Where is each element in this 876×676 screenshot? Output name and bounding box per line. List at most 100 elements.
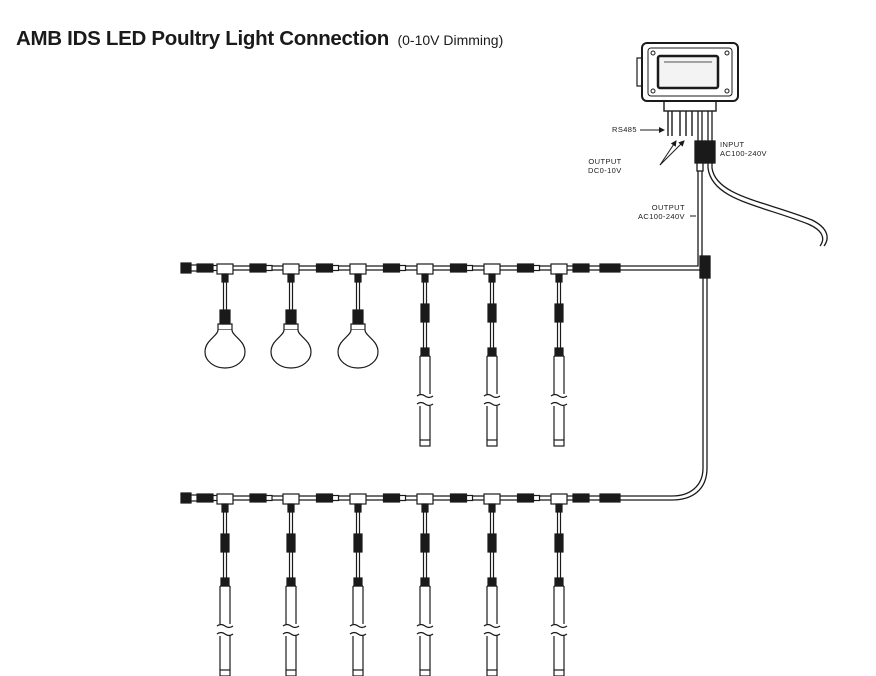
bulb-glass [270,329,312,369]
label-input: INPUT AC100-240V [720,140,767,158]
inline-connector [572,263,590,273]
dc-arrow-a [659,140,677,166]
controller-port-block [663,100,717,112]
tube-cap-bottom [352,669,364,676]
label-output-ac-line1: OUTPUT [651,203,685,212]
inline-connector-plug [331,494,340,502]
tube-break-mark [216,631,234,637]
lamp-row-2 [180,492,621,676]
tube-cap-top [420,347,430,357]
lamp-row-1 [180,262,621,447]
bulb-base [217,323,233,331]
tube-cap-bottom [553,439,565,447]
inline-connector-plug [265,494,273,502]
output-ac-wire [694,111,706,258]
lamp-tube [416,493,434,676]
controller-screw-br [724,88,730,94]
lamp-tube [216,493,234,676]
inline-connector [249,493,267,503]
inline-connector-plug [331,264,340,272]
tee-connector [550,493,568,505]
inline-connector [449,263,468,273]
drop-connector [420,303,430,323]
tee-stem [221,273,229,283]
tee-stem [555,503,563,513]
tee-connector [349,263,367,275]
tube-cap-top [554,577,564,587]
lamp-bulb [337,263,379,369]
tube-break-mark [349,623,367,629]
tube-break-mark [483,401,501,407]
tube-break-mark [550,623,568,629]
inline-connector [382,493,401,503]
tube-cap-bottom [419,439,431,447]
tube-break-mark [483,623,501,629]
tube-cap-bottom [486,439,498,447]
feed-connector [599,493,621,503]
inline-connector-plug [398,494,407,502]
drop-connector [220,533,230,553]
trunk-wiring [612,255,711,501]
bulb-base [283,323,299,331]
tube-break-mark [550,631,568,637]
drop-connector [487,533,497,553]
label-output-ac-line2: AC100-240V [638,211,685,221]
bulb-glass [337,329,379,369]
tube-break-mark [349,631,367,637]
tube-cap-top [220,577,230,587]
tube-break-mark [550,393,568,399]
tube-break-mark [416,623,434,629]
label-output-dc-line1: OUTPUT [588,157,622,166]
tee-connector [483,493,501,505]
input-ac-wire [704,111,828,247]
tube-break-mark [550,401,568,407]
tube-cap-top [286,577,296,587]
controller-screw-tr [724,50,730,56]
lamp-tube [483,493,501,676]
tee-connector [416,263,434,275]
drop-connector [353,533,363,553]
inline-connector [516,263,535,273]
inline-connector [196,493,214,503]
drop-connector [554,303,564,323]
tube-cap-bottom [419,669,431,676]
inline-connector [196,263,214,273]
drop-connector [420,533,430,553]
tube-cap-top [420,577,430,587]
label-output-dc: OUTPUT DC0-10V [588,157,622,175]
inline-connector-plug [465,264,474,272]
lamp-bulb [204,263,246,369]
label-output-ac: OUTPUT AC100-240V [638,203,685,221]
label-input-line1: INPUT [720,140,745,149]
feed-connector [599,263,621,273]
tee-connector [483,263,501,275]
inline-connector [382,263,401,273]
controller-left-tab [636,57,643,87]
drop-connector [286,533,296,553]
tube-cap-top [353,577,363,587]
socket [285,309,297,325]
tube-cap-bottom [486,669,498,676]
tube-break-mark [416,393,434,399]
bulb-glass [204,329,246,369]
tube-cap-bottom [553,669,565,676]
lamp-tube [349,493,367,676]
tee-stem [421,273,429,283]
drop-connector [487,303,497,323]
tube-break-mark [282,631,300,637]
tee-stem [354,273,362,283]
tee-stem [488,503,496,513]
lamp-tube [416,263,434,447]
inline-connector-plug [532,494,541,502]
tee-connector [416,493,434,505]
lamp-tube [483,263,501,447]
tube-cap-top [554,347,564,357]
tee-stem [287,273,295,283]
lamp-tube [550,263,568,447]
end-cap [180,262,192,274]
tube-cap-top [487,347,497,357]
tube-cap-top [487,577,497,587]
tee-stem [488,273,496,283]
page-title: AMB IDS LED Poultry Light Connection (0-… [16,27,503,51]
